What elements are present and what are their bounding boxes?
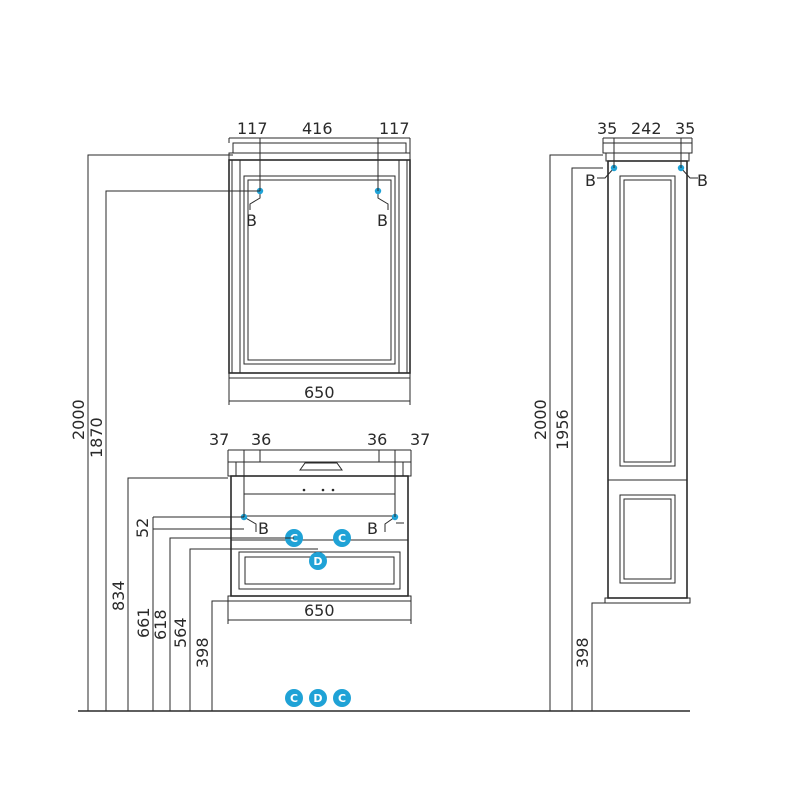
anchor-label: B: [585, 171, 596, 190]
vanity-countertop: [227, 461, 412, 477]
dim-mirror-side-right: 117: [379, 119, 410, 138]
dim-height-vanity-top: 834: [109, 580, 128, 611]
column-lower-door-panel: [619, 494, 676, 584]
dim-height-connection-c: 618: [151, 609, 170, 640]
dim-column-side-right: 35: [675, 119, 695, 138]
badge-c-icon: [285, 689, 303, 707]
mirror-top-cap: [232, 142, 407, 154]
column-plinth: [604, 597, 691, 604]
vanity-unit: B B C C D 37 36 36 37 650 52: [133, 430, 430, 624]
dim-height-vanity-bottom: 398: [193, 637, 212, 668]
dim-height-column-anchor: 1956: [553, 409, 572, 450]
dim-height-column-top: 2000: [531, 399, 550, 440]
dim-mirror-side-left: 117: [237, 119, 268, 138]
mirror-top-cornice: [228, 152, 411, 161]
floor-badges: C D C: [285, 689, 351, 707]
column-top-cap: [602, 142, 693, 154]
dim-vanity-inset-left: 36: [251, 430, 271, 449]
column-cornice: [605, 152, 690, 162]
mirror-glass: [243, 175, 396, 365]
dim-height-vanity-anchor: 661: [134, 607, 153, 638]
svg-text:D: D: [313, 555, 322, 568]
dim-mirror-width: 650: [304, 383, 335, 402]
mirror-cabinet: B B 117 416 117 650: [228, 119, 411, 405]
column-upper-door-panel: [619, 175, 676, 467]
left-height-dimensions: 2000 1870 834 661 618 564 398: [69, 154, 318, 711]
dim-vanity-width: 650: [304, 601, 335, 620]
badge-d-icon: [309, 552, 327, 570]
badge-c-icon: [333, 689, 351, 707]
dim-vanity-edge-left: 37: [209, 430, 229, 449]
svg-text:C: C: [290, 692, 298, 705]
dim-vanity-edge-right: 37: [410, 430, 430, 449]
vanity-bottom-drawer: [238, 551, 401, 590]
tall-column: B B 35 242 35: [585, 119, 708, 604]
dim-height-mirror-top: 2000: [69, 399, 88, 440]
sink-bowl: [299, 462, 343, 471]
dim-column-side-left: 35: [597, 119, 617, 138]
right-height-dimensions: 2000 1956 398: [531, 154, 605, 711]
dim-height-connection-d: 564: [171, 617, 190, 648]
anchor-label: B: [377, 211, 388, 230]
svg-text:D: D: [313, 692, 322, 705]
mirror-bottom-base: [228, 372, 411, 379]
svg-text:C: C: [338, 692, 346, 705]
vanity-plinth: [227, 595, 412, 602]
anchor-label: B: [258, 519, 269, 538]
dim-height-column-bottom: 398: [573, 637, 592, 668]
anchor-label: B: [246, 211, 257, 230]
dim-vanity-inset-right: 36: [367, 430, 387, 449]
badge-c-icon: [333, 529, 351, 547]
badge-d-icon: [309, 689, 327, 707]
mirror-outer-frame: [228, 159, 411, 374]
svg-text:C: C: [338, 532, 346, 545]
vanity-top-drawer: [243, 493, 396, 517]
anchor-label: B: [697, 171, 708, 190]
anchor-label: B: [367, 519, 378, 538]
dim-column-center: 242: [631, 119, 662, 138]
dim-anchor-offset: 52: [133, 518, 152, 538]
dim-height-mirror-anchor: 1870: [87, 417, 106, 458]
dim-mirror-center: 416: [302, 119, 333, 138]
